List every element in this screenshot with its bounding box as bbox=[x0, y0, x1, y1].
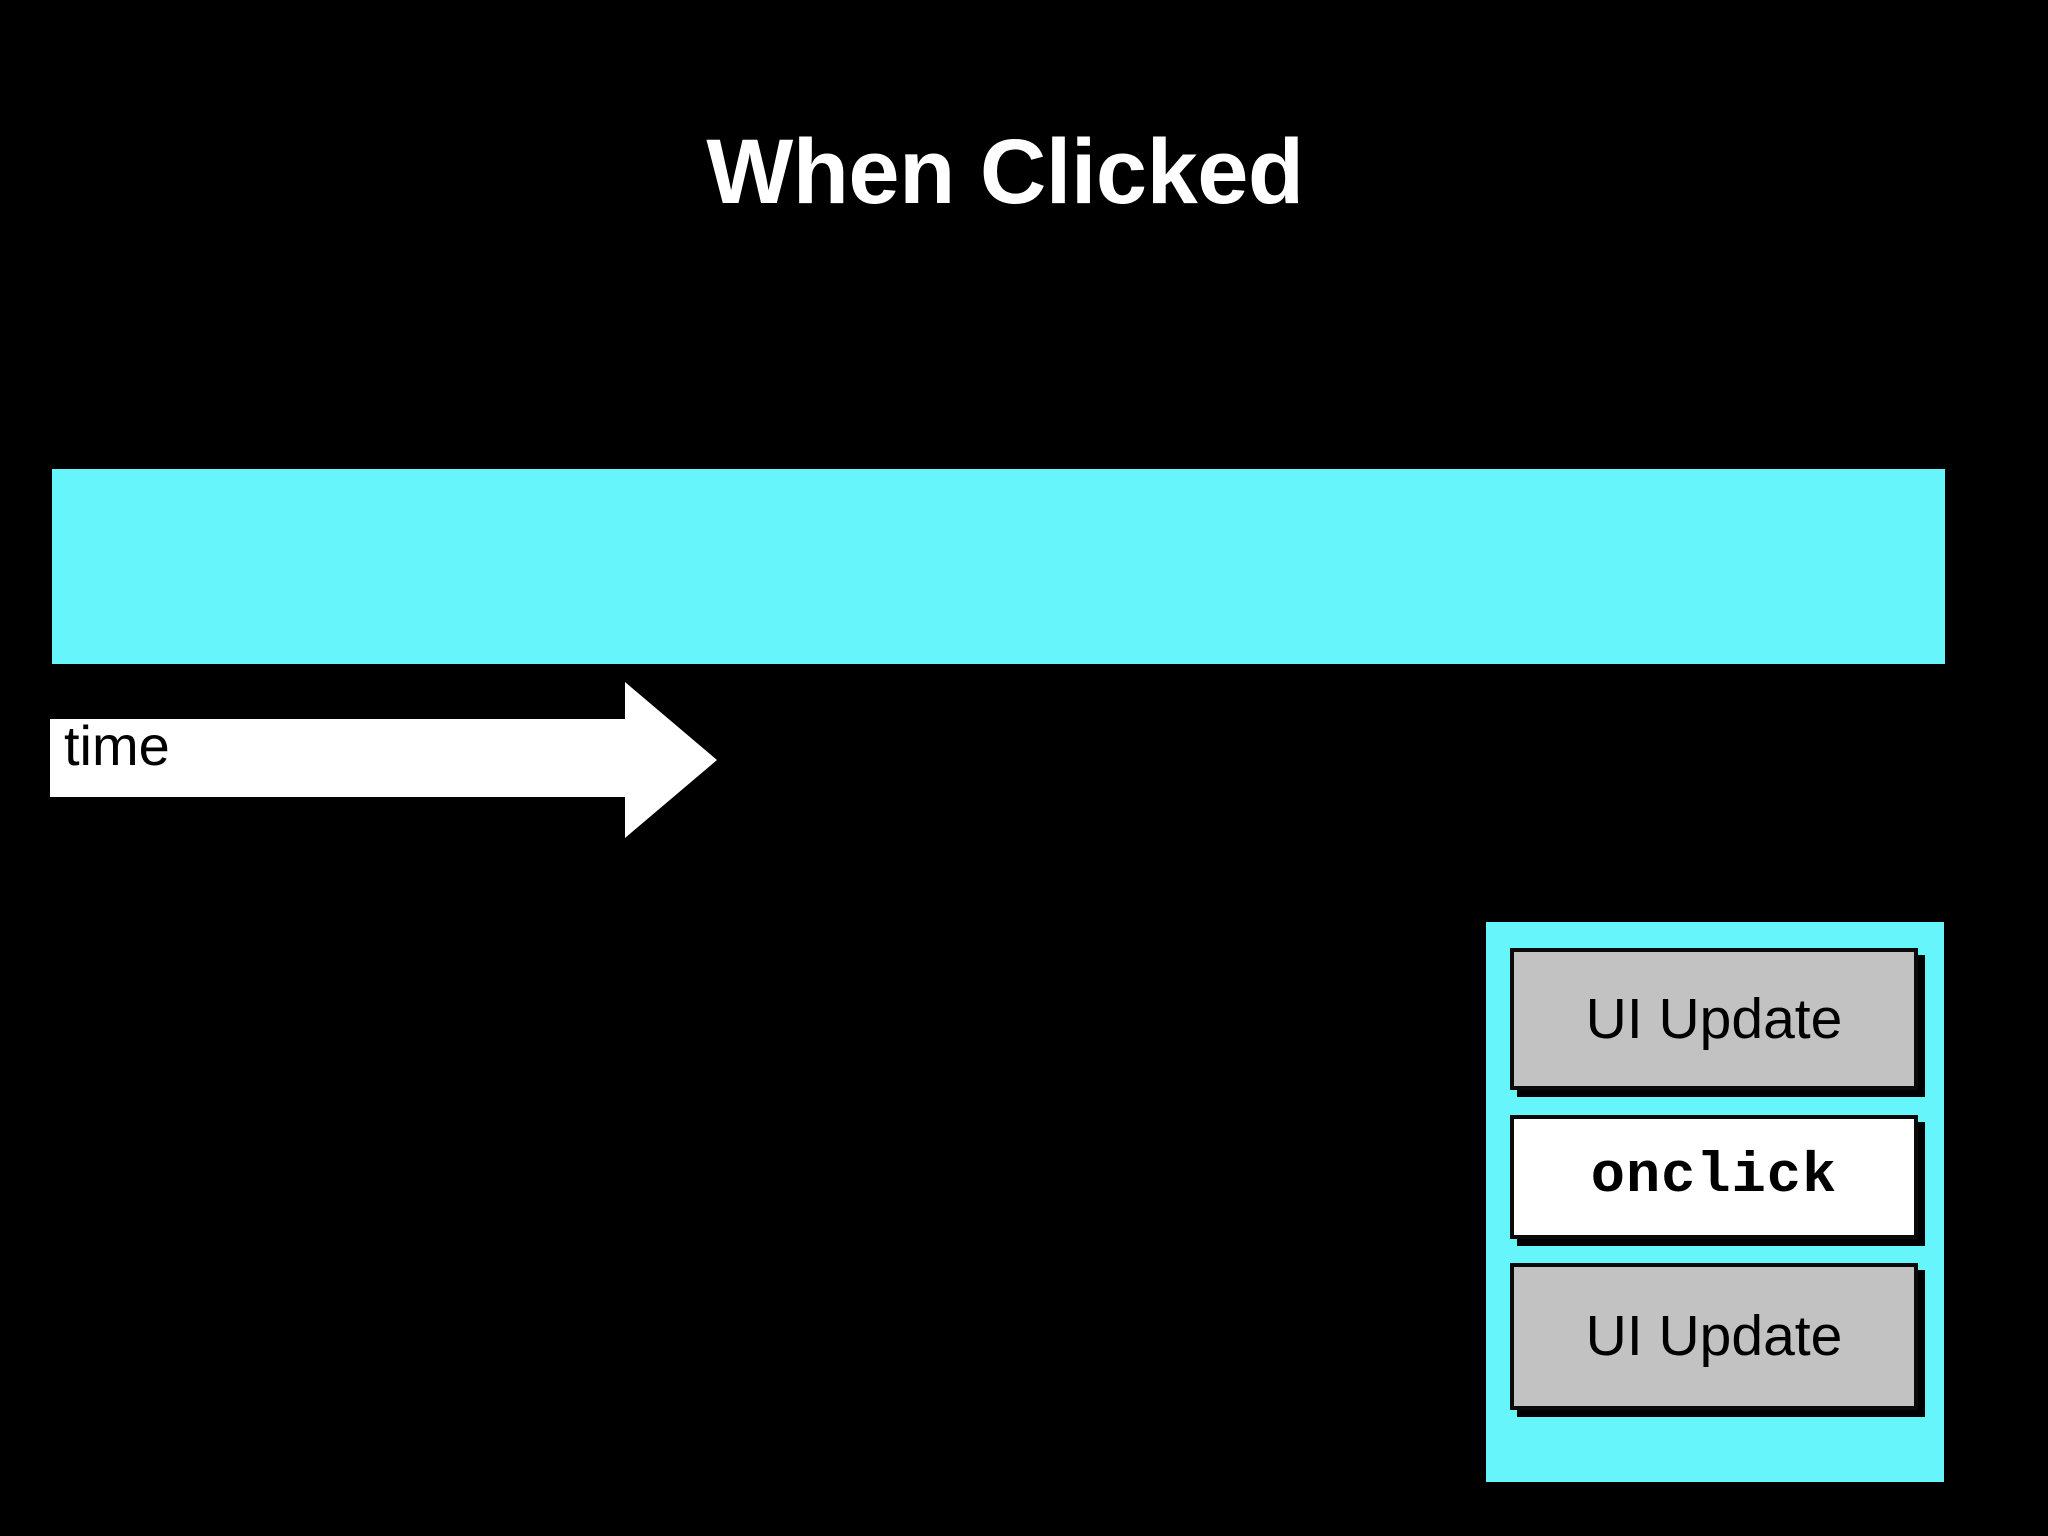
arrow-right-icon bbox=[50, 682, 717, 838]
time-arrow: time bbox=[50, 682, 720, 838]
stack-box-label: UI Update bbox=[1585, 1304, 1843, 1368]
stack-box-onclick[interactable]: onclick bbox=[1510, 1115, 1918, 1239]
stack-box-ui-update-top[interactable]: UI Update bbox=[1510, 948, 1918, 1090]
stack-box-label: UI Update bbox=[1585, 986, 1843, 1051]
time-axis-label: time bbox=[64, 714, 170, 777]
stack-box-ui-update-bottom[interactable]: UI Update bbox=[1510, 1263, 1918, 1410]
page-title: When Clicked bbox=[706, 121, 1304, 223]
timeline-bar bbox=[52, 469, 1945, 664]
stack-box-label: onclick bbox=[1590, 1144, 1838, 1209]
event-loop-panel: UI Update onclick UI Update bbox=[1486, 922, 1944, 1482]
